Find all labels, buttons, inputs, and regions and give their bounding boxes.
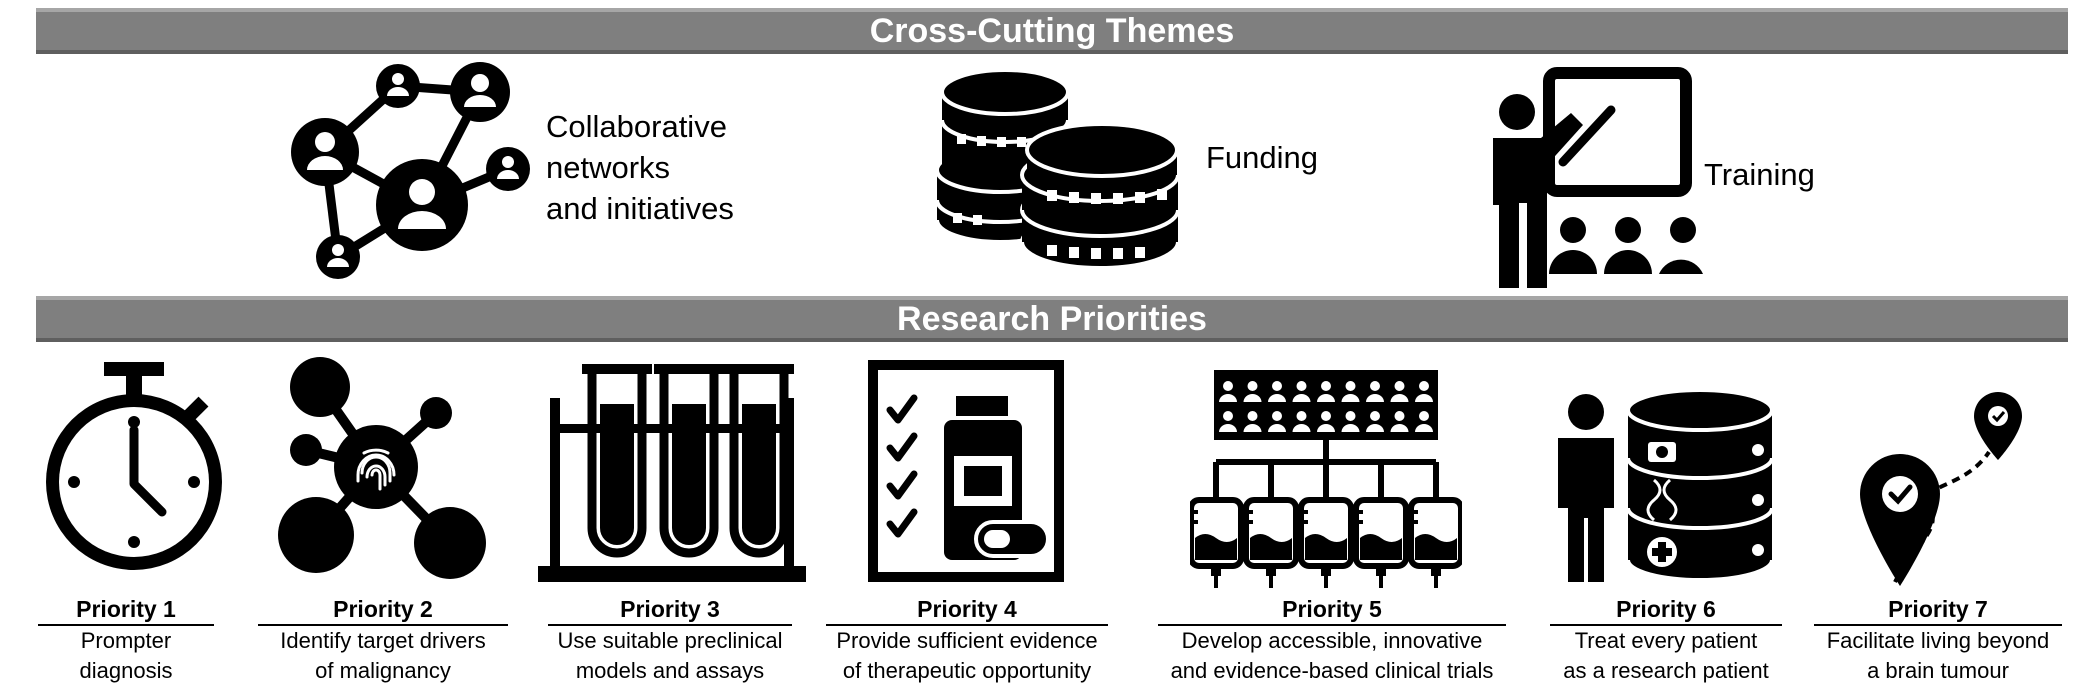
coin-stack-icon (937, 70, 1180, 270)
priority-desc-line: of therapeutic opportunity (842, 658, 1092, 683)
crowd-person-head (1272, 381, 1282, 391)
crowd-person-head (1321, 381, 1331, 391)
research-priorities-title: Research Priorities (897, 299, 1207, 338)
crowd-person-body (1366, 394, 1384, 402)
iv-bag (1298, 497, 1354, 588)
crowd-person-head (1370, 381, 1380, 391)
crowd-person-head (1247, 411, 1258, 421)
priority-title: Priority 2 (258, 594, 508, 626)
crowd-person-head (1247, 381, 1258, 391)
priority-4: Priority 4 Provide sufficient evidence o… (826, 594, 1108, 686)
crowd-person-head (1223, 411, 1233, 421)
priority-desc-line: Use suitable preclinical (557, 628, 783, 653)
theme-label-funding: Funding (1206, 137, 1318, 178)
crowd-person-body (1317, 394, 1335, 402)
priority-5: Priority 5 Develop accessible, innovativ… (1158, 594, 1506, 686)
crowd-person-head (1296, 381, 1307, 391)
crowd-person-body (1415, 424, 1433, 432)
crowd-person-head (1345, 411, 1356, 421)
crowd-person-head (1272, 411, 1282, 421)
priority-1: Priority 1 Prompter diagnosis (38, 594, 214, 686)
theme-line: and initiatives (546, 191, 734, 226)
priority-2: Priority 2 Identify target drivers of ma… (258, 594, 508, 686)
theme-line: Funding (1206, 140, 1319, 175)
crowd-person-body (1390, 394, 1409, 402)
theme-label-training: Training (1704, 154, 1815, 195)
map-pin-route-icon (1860, 392, 2022, 586)
crowd-person-head (1419, 411, 1429, 421)
crowd-person-head (1321, 411, 1331, 421)
crowd-person-head (1296, 411, 1307, 421)
crowd-person-head (1394, 381, 1405, 391)
crowd-person-body (1366, 424, 1384, 432)
priority-title: Priority 5 (1158, 594, 1506, 626)
priority-title: Priority 1 (38, 594, 214, 626)
crowd-person-body (1243, 394, 1262, 402)
priority-title: Priority 7 (1814, 594, 2062, 626)
priority-6: Priority 6 Treat every patient as a rese… (1550, 594, 1782, 686)
crowd-person-head (1345, 381, 1356, 391)
iv-bag (1243, 497, 1299, 588)
crowd-person-body (1219, 394, 1237, 402)
crowd-person-body (1268, 394, 1286, 402)
patient-database-icon (1558, 390, 1774, 582)
theme-line: Training (1704, 157, 1815, 192)
clinical-trial-icon (1190, 370, 1462, 588)
network-people-icon (291, 62, 530, 279)
molecule-fingerprint-icon (278, 357, 486, 579)
theme-line: Collaborative (546, 109, 727, 144)
cross-cutting-themes-title: Cross-Cutting Themes (869, 11, 1235, 50)
crowd-person-head (1370, 411, 1380, 421)
crowd-person-head (1223, 381, 1233, 391)
crowd-person-body (1341, 424, 1360, 432)
research-priorities-header: Research Priorities (36, 296, 2068, 342)
priority-7: Priority 7 Facilitate living beyond a br… (1814, 594, 2062, 686)
iv-bag (1408, 497, 1462, 588)
priority-title: Priority 6 (1550, 594, 1782, 626)
teacher-board-icon (1493, 67, 1703, 288)
priority-desc-line: Prompter (80, 628, 172, 653)
crowd-person-body (1317, 424, 1335, 432)
stopwatch-icon (46, 362, 222, 570)
crowd-person-body (1268, 424, 1286, 432)
priority-title: Priority 4 (826, 594, 1108, 626)
crowd-person-body (1243, 424, 1262, 432)
medicine-checklist-icon (868, 360, 1064, 582)
priority-desc-line: models and assays (575, 658, 765, 683)
priority-desc-line: of malignancy (315, 658, 451, 683)
crowd-person-body (1219, 424, 1237, 432)
priority-desc-line: Develop accessible, innovative (1181, 628, 1483, 653)
crowd-person-body (1341, 394, 1360, 402)
priority-desc-line: Treat every patient (1574, 628, 1758, 653)
priority-desc-line: and evidence-based clinical trials (1170, 658, 1494, 683)
iv-bag (1353, 497, 1409, 588)
test-tubes-icon (538, 364, 806, 582)
priority-3: Priority 3 Use suitable preclinical mode… (548, 594, 792, 686)
crowd-person-body (1292, 424, 1311, 432)
theme-label-collaborative: Collaborative networks and initiatives (546, 106, 734, 229)
cross-cutting-themes-header: Cross-Cutting Themes (36, 8, 2068, 54)
theme-line: networks (546, 150, 671, 185)
priority-desc-line: Provide sufficient evidence (836, 628, 1098, 653)
priority-title: Priority 3 (548, 594, 792, 626)
priority-desc-line: a brain tumour (1867, 658, 2009, 683)
priority-desc-line: diagnosis (79, 658, 173, 683)
crowd-person-body (1390, 424, 1409, 432)
crowd-person-body (1415, 394, 1433, 402)
crowd-person-body (1292, 394, 1311, 402)
priority-desc-line: Identify target drivers (280, 628, 486, 653)
iv-bag (1190, 497, 1244, 588)
priority-desc-line: as a research patient (1563, 658, 1769, 683)
crowd-person-head (1419, 381, 1429, 391)
crowd-person-head (1394, 411, 1405, 421)
priority-desc-line: Facilitate living beyond (1826, 628, 2050, 653)
